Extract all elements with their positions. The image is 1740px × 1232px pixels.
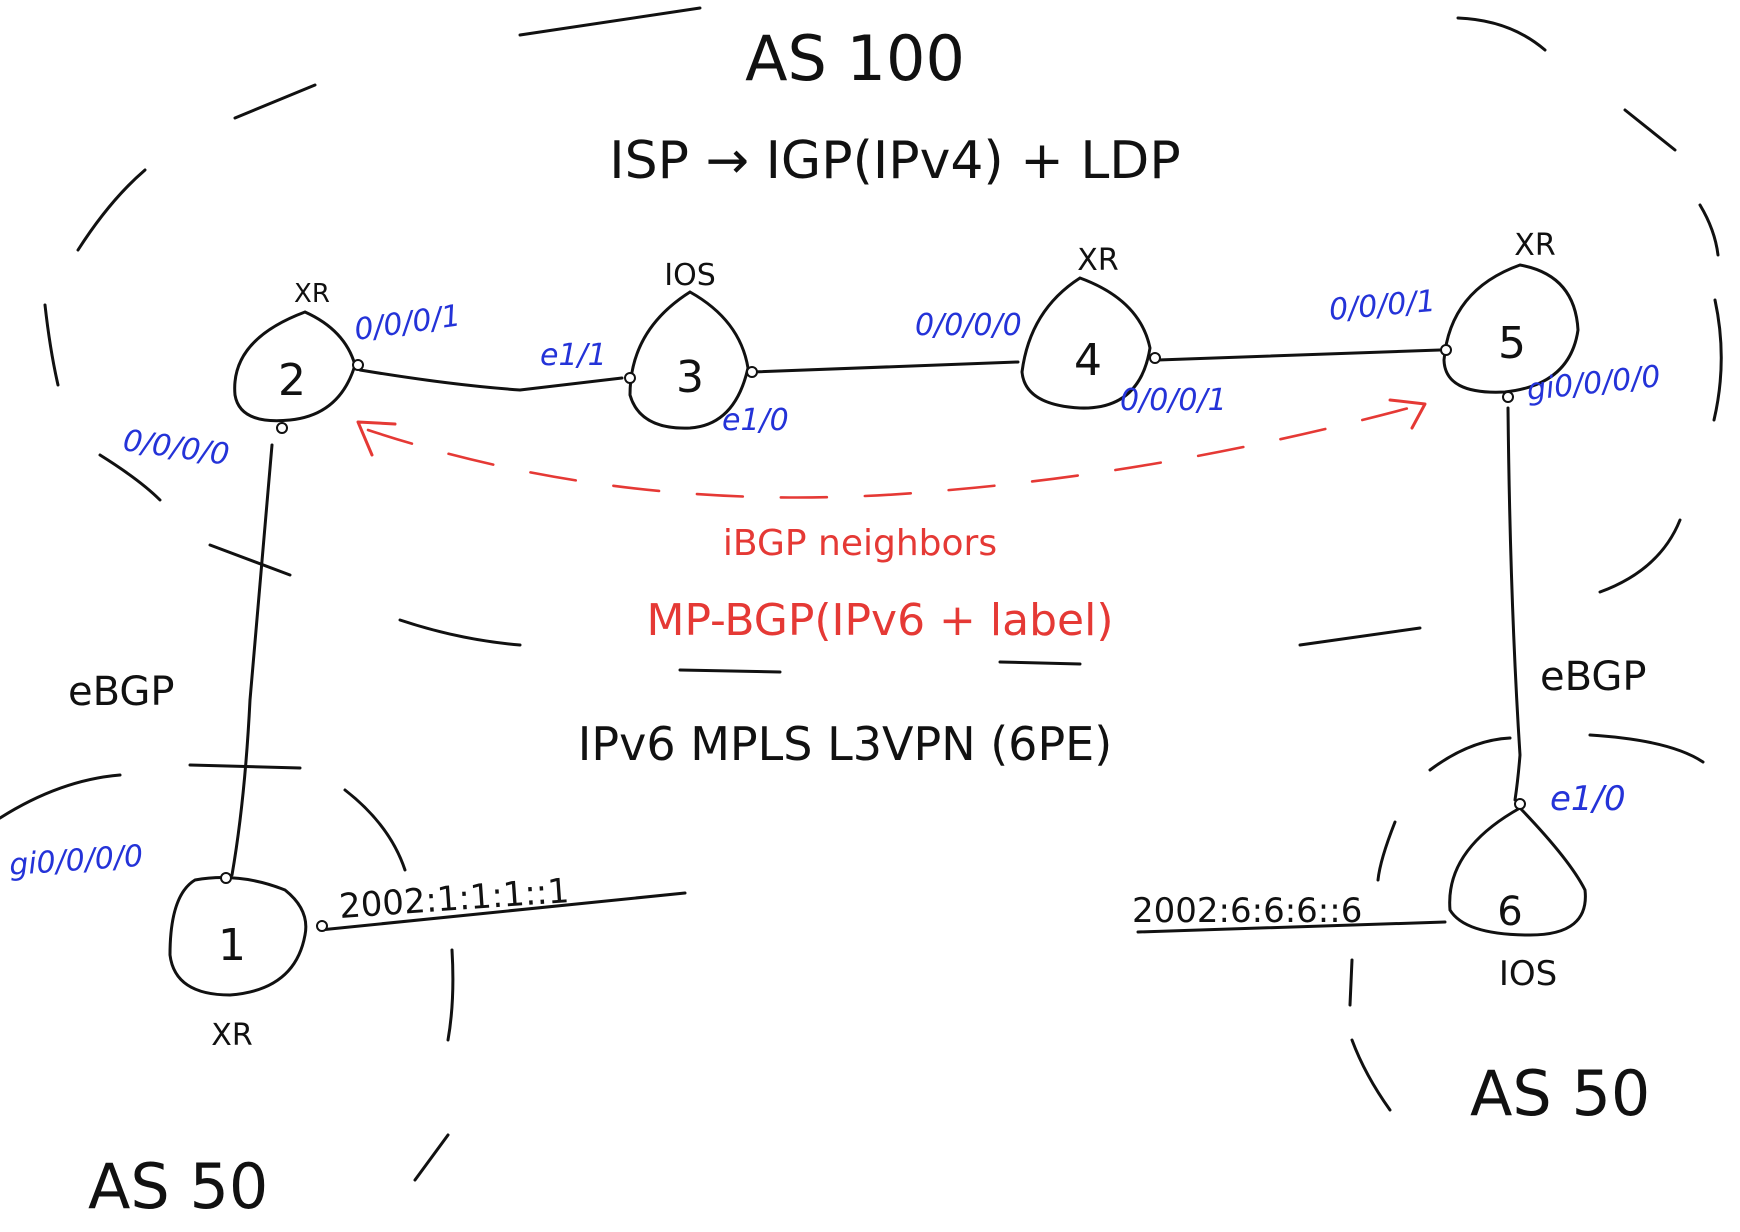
prefix-right: 2002:6:6:6::6 xyxy=(1132,891,1362,931)
router-5-id: 5 xyxy=(1498,318,1526,369)
router-6-os: IOS xyxy=(1499,954,1557,994)
router-3-id: 3 xyxy=(676,352,704,403)
router-4-id: 4 xyxy=(1074,335,1102,386)
iface-r1-north: gi0/0/0/0 xyxy=(8,839,144,883)
links xyxy=(230,348,1522,934)
ebgp-right-label: eBGP xyxy=(1540,654,1646,700)
iface-r4-east: 0/0/0/1 xyxy=(1120,383,1227,418)
link-r1-lan xyxy=(318,891,687,932)
iface-r2-south: 0/0/0/0 xyxy=(121,423,232,473)
router-1-id: 1 xyxy=(218,920,246,971)
iface-r4-west: 0/0/0/0 xyxy=(915,308,1022,343)
iface-r5-west: 0/0/0/1 xyxy=(1328,284,1437,328)
router-1[interactable]: 1 XR xyxy=(168,872,328,1053)
mpbgp-label: MP-BGP(IPv6 + label) xyxy=(646,595,1113,646)
ibgp-label: iBGP neighbors xyxy=(723,523,997,564)
prefix-left: 2002:1:1:1::1 xyxy=(338,871,571,927)
link-r2-r1 xyxy=(230,443,274,877)
router-4[interactable]: 4 XR xyxy=(1020,243,1161,410)
router-1-os: XR xyxy=(211,1018,252,1053)
link-r2-r3 xyxy=(358,368,624,392)
link-r5-r6 xyxy=(1506,406,1522,802)
left-as50-label: AS 50 xyxy=(88,1150,268,1223)
router-2[interactable]: 2 XR xyxy=(233,279,364,434)
router-6[interactable]: 6 IOS xyxy=(1448,798,1587,994)
router-3-os: IOS xyxy=(664,258,716,293)
router-2-id: 2 xyxy=(278,355,306,406)
iface-r3-east: e1/0 xyxy=(722,403,789,438)
ibgp-arrow-right xyxy=(1388,398,1427,430)
service-label: IPv6 MPLS L3VPN (6PE) xyxy=(578,717,1112,771)
link-r6-lan xyxy=(1136,920,1447,934)
router-5[interactable]: 5 XR xyxy=(1440,228,1580,403)
router-5-os: XR xyxy=(1514,228,1555,263)
iface-r6-north: e1/0 xyxy=(1550,779,1626,819)
ibgp-arrow-left xyxy=(356,420,397,457)
as100-boundary xyxy=(43,6,1723,674)
isp-description: ISP → IGP(IPv4) + LDP xyxy=(609,131,1180,191)
ibgp-session xyxy=(356,398,1427,499)
router-4-os: XR xyxy=(1077,243,1118,278)
link-r4-r5 xyxy=(1156,348,1442,362)
ebgp-left-label: eBGP xyxy=(68,669,174,715)
right-as50-label: AS 50 xyxy=(1470,1057,1650,1130)
router-3[interactable]: 3 IOS xyxy=(624,258,758,430)
router-2-os: XR xyxy=(294,279,330,309)
as100-label: AS 100 xyxy=(745,22,965,95)
right-as50-boundary xyxy=(1348,733,1705,1112)
router-6-id: 6 xyxy=(1497,889,1522,935)
iface-r2-east: 0/0/0/1 xyxy=(352,298,463,348)
iface-r3-west: e1/1 xyxy=(540,338,607,373)
link-r3-r4 xyxy=(750,360,1020,374)
